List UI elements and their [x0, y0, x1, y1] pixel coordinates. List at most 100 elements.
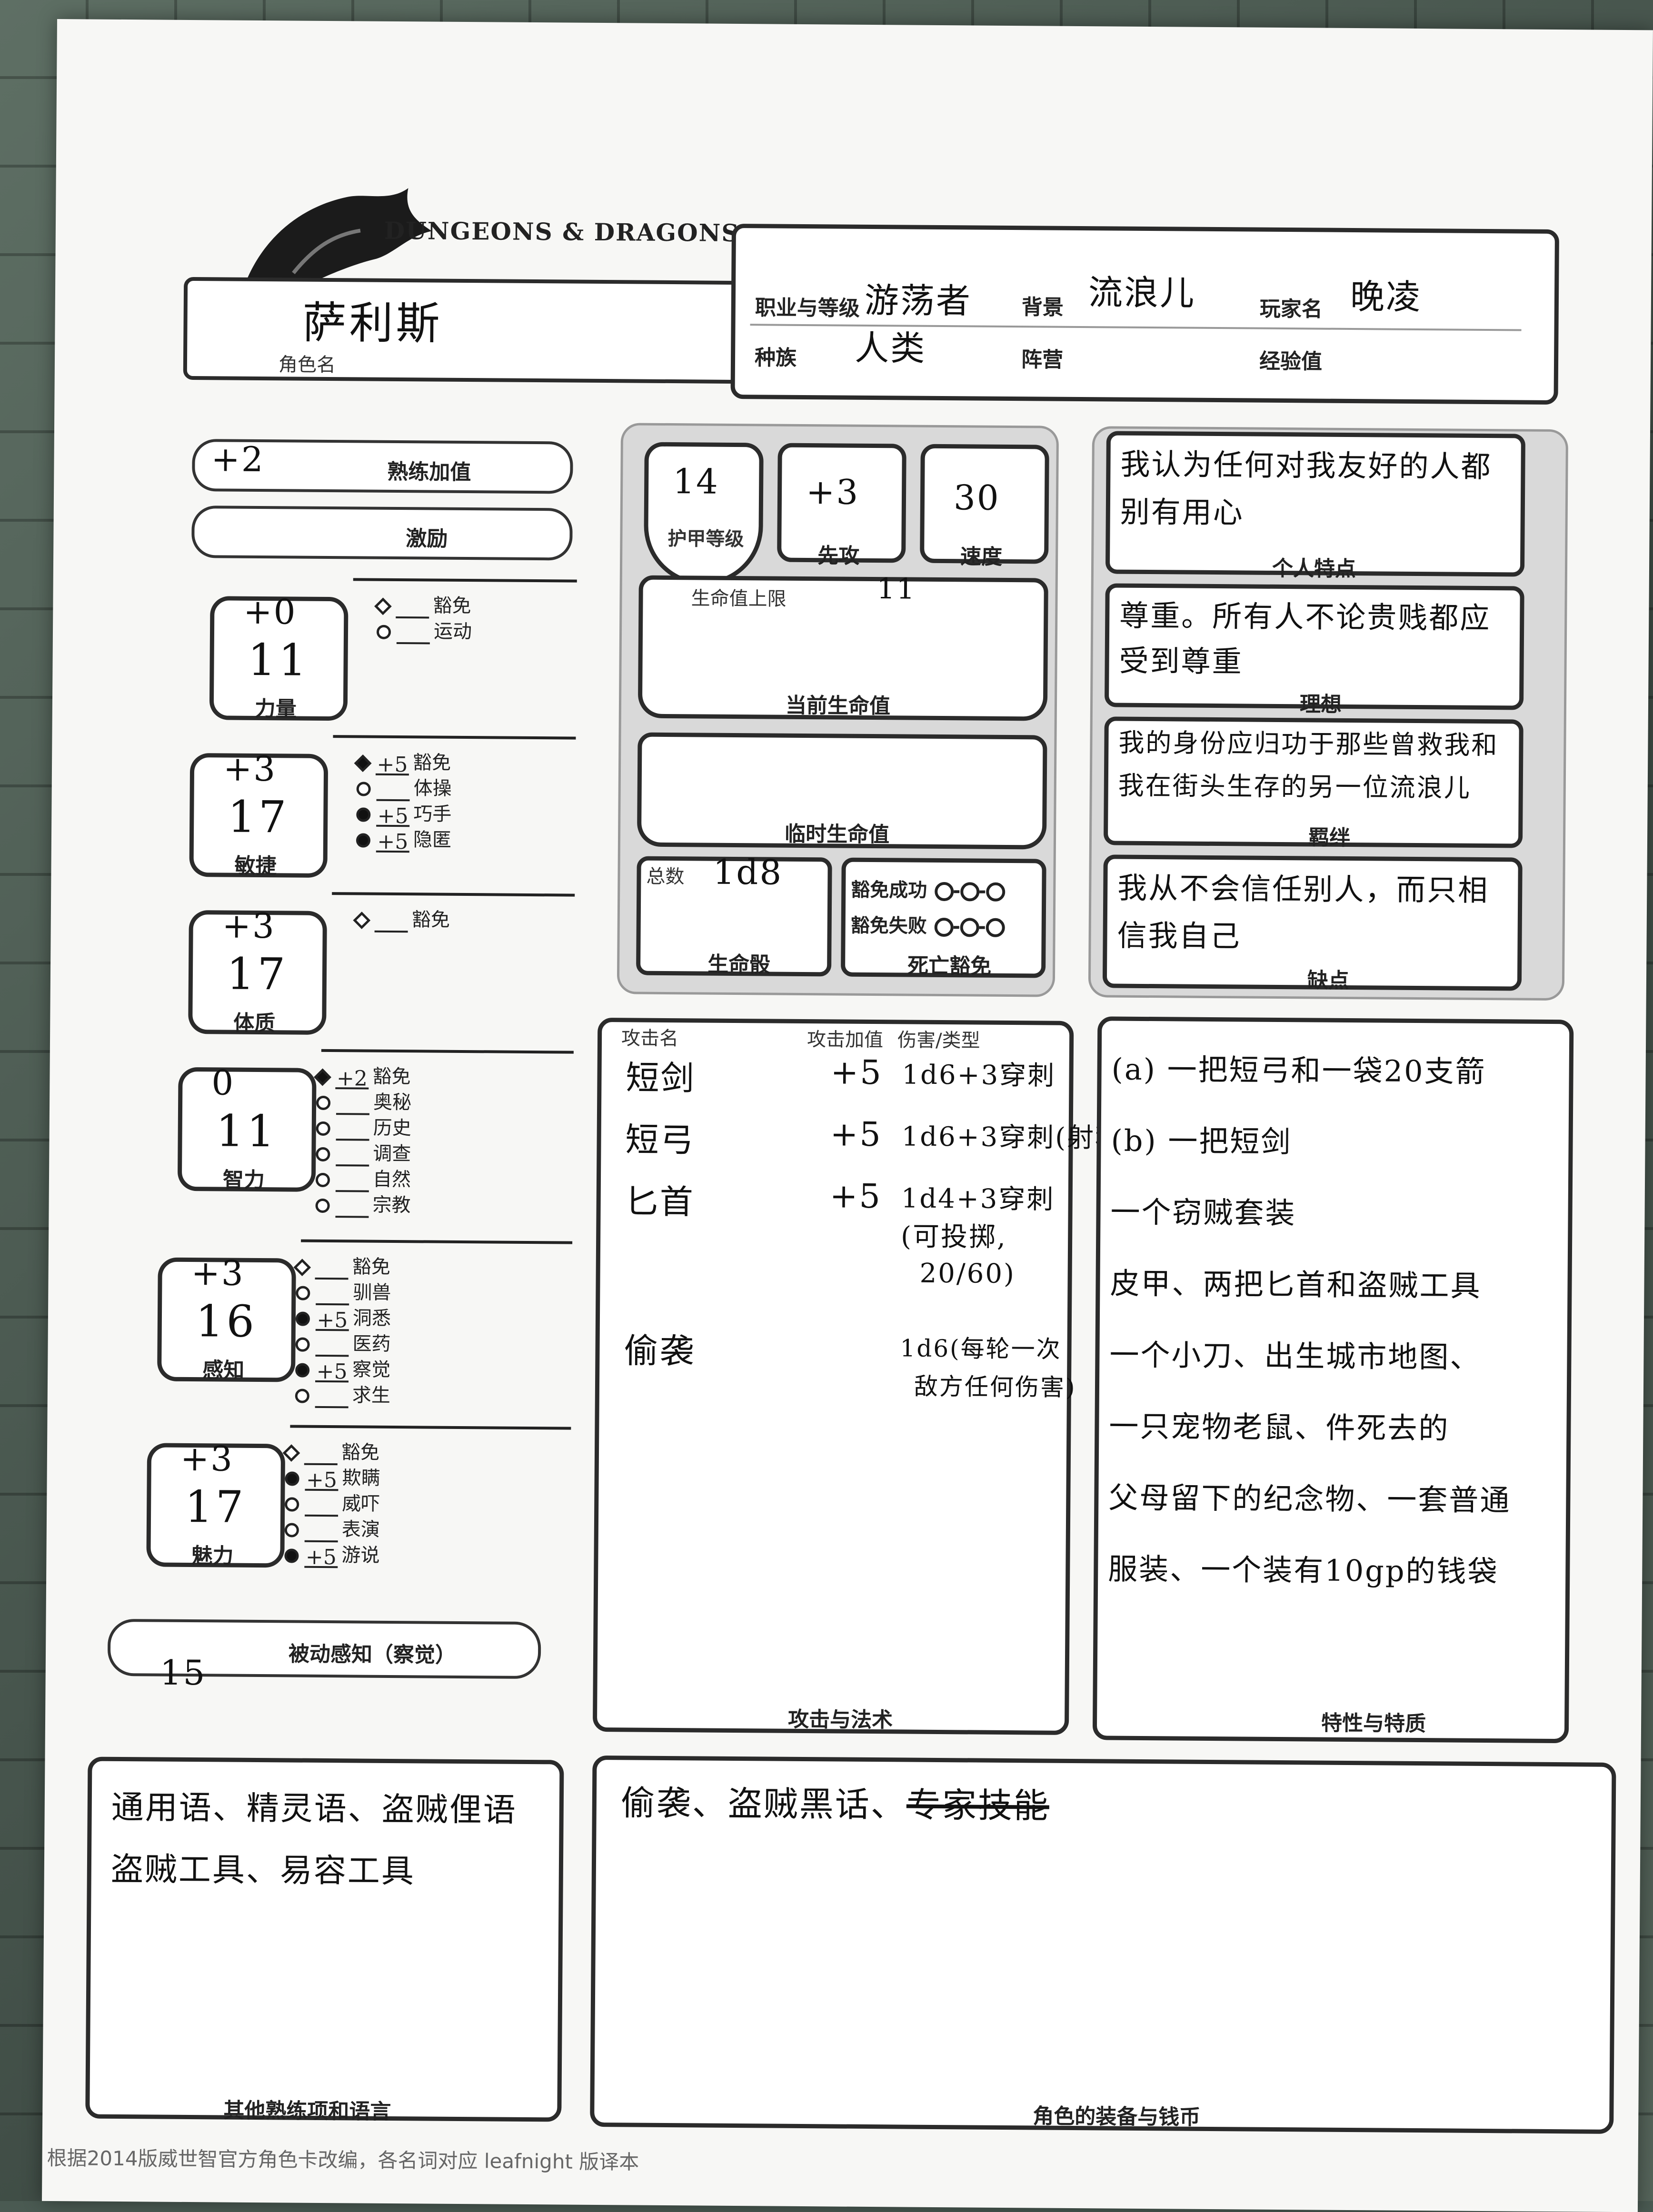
ability-modifier[interactable]: +3: [223, 748, 277, 789]
ability-modifier[interactable]: +3: [180, 1438, 234, 1479]
initiative-value[interactable]: +3: [806, 472, 860, 512]
ideals-value[interactable]: 尊重。所有人不论贵贱都应受到尊重: [1119, 598, 1491, 679]
skill-proficiency-marker[interactable]: [295, 1311, 310, 1326]
save-proficiency-marker[interactable]: [314, 1068, 331, 1086]
personality-value[interactable]: 我认为任何对我友好的人都别有用心: [1120, 446, 1492, 530]
sneak-attack-damage-2[interactable]: 敌方任何伤害): [914, 1372, 1076, 1402]
skill-proficiency-marker[interactable]: [295, 1363, 310, 1378]
death-save-failure-1[interactable]: [934, 917, 954, 937]
save-proficiency-marker[interactable]: [282, 1444, 300, 1462]
skill-bonus[interactable]: [335, 1173, 369, 1192]
death-save-failure-row[interactable]: 豁免失败: [851, 910, 1005, 939]
feature-line[interactable]: 一个小刀、出生城市地图、: [1109, 1337, 1481, 1375]
proficiency-value[interactable]: +2: [211, 439, 265, 480]
character-name-value[interactable]: 萨利斯: [302, 297, 443, 349]
skill-bonus[interactable]: +5: [305, 1468, 339, 1492]
skill-bonus[interactable]: +5: [376, 804, 410, 828]
skill-proficiency-marker[interactable]: [376, 625, 391, 639]
skill-bonus[interactable]: [315, 1260, 349, 1280]
flaws-value[interactable]: 我从不会信任别人，而只相信我自己: [1117, 870, 1489, 954]
skill-row[interactable]: 豁免: [293, 1254, 390, 1280]
save-proficiency-marker[interactable]: [353, 912, 371, 929]
skill-row[interactable]: 威吓: [285, 1490, 380, 1517]
skill-bonus[interactable]: [396, 599, 429, 619]
sneak-attack-name[interactable]: 偷袭: [624, 1330, 696, 1371]
attack-damage[interactable]: 1d6+3穿刺: [902, 1059, 1056, 1091]
other-proficiency-line[interactable]: 通用语、精灵语、盗贼俚语: [111, 1788, 518, 1829]
feature-line[interactable]: 皮甲、两把匕首和盗贼工具: [1110, 1266, 1482, 1303]
race-value[interactable]: 人类: [854, 327, 926, 368]
skill-row[interactable]: 豁免: [353, 906, 450, 933]
attack-bonus[interactable]: +5: [829, 1176, 882, 1216]
feature-line[interactable]: 一个窃贼套装: [1110, 1194, 1296, 1231]
skill-bonus[interactable]: [315, 1337, 349, 1357]
skill-proficiency-marker[interactable]: [356, 807, 371, 822]
other-proficiency-line[interactable]: 盗贼工具、易容工具: [110, 1850, 416, 1891]
death-save-success-1[interactable]: [935, 882, 954, 902]
skill-proficiency-marker[interactable]: [316, 1095, 331, 1111]
skill-bonus[interactable]: [316, 1286, 349, 1306]
dagger-note-2[interactable]: 20/60): [919, 1258, 1016, 1290]
skill-row[interactable]: 自然: [315, 1166, 411, 1192]
skill-bonus[interactable]: [304, 1446, 338, 1466]
attack-name[interactable]: 短弓: [625, 1120, 695, 1160]
ability-score[interactable]: 11: [248, 634, 310, 686]
attack-bonus[interactable]: +5: [830, 1052, 883, 1092]
skill-bonus[interactable]: +5: [375, 753, 409, 777]
feature-line[interactable]: 一只宠物老鼠、件死去的: [1109, 1409, 1450, 1446]
skill-bonus[interactable]: +5: [304, 1545, 338, 1569]
skill-bonus[interactable]: [305, 1497, 339, 1517]
skill-row[interactable]: 驯兽: [296, 1280, 391, 1306]
ability-modifier[interactable]: 0: [211, 1062, 235, 1103]
background-value[interactable]: 流浪儿: [1088, 272, 1196, 313]
skill-bonus[interactable]: +2: [335, 1066, 369, 1091]
death-save-success-row[interactable]: 豁免成功: [851, 874, 1006, 903]
skill-row[interactable]: 历史: [316, 1115, 411, 1141]
attack-name[interactable]: 匕首: [625, 1182, 695, 1222]
feature-line[interactable]: (b) 一把短剑: [1111, 1123, 1292, 1160]
ability-score[interactable]: 16: [195, 1296, 258, 1347]
skill-bonus[interactable]: [376, 782, 410, 802]
ability-score[interactable]: 17: [227, 791, 289, 843]
skill-row[interactable]: 体操: [356, 775, 452, 802]
death-save-failure-2[interactable]: [960, 918, 979, 937]
skill-bonus[interactable]: +5: [376, 830, 410, 854]
save-proficiency-marker[interactable]: [374, 597, 392, 615]
hit-dice-total-value[interactable]: 1d8: [713, 852, 783, 893]
skill-row[interactable]: 宗教: [315, 1192, 411, 1218]
skill-bonus[interactable]: +5: [315, 1359, 349, 1384]
ability-score[interactable]: 11: [216, 1105, 278, 1157]
skill-bonus[interactable]: [336, 1147, 369, 1167]
skill-bonus[interactable]: [374, 913, 408, 933]
skill-bonus[interactable]: +5: [315, 1308, 349, 1332]
dagger-note-1[interactable]: (可投掷,: [900, 1221, 1007, 1253]
ability-modifier[interactable]: +0: [243, 591, 297, 632]
skill-proficiency-marker[interactable]: [315, 1172, 330, 1188]
armor-class-value[interactable]: 14: [672, 461, 720, 502]
skill-proficiency-marker[interactable]: [316, 1147, 330, 1162]
skill-bonus[interactable]: [304, 1523, 338, 1543]
skill-row[interactable]: 表演: [284, 1516, 380, 1543]
speed-value[interactable]: 30: [953, 477, 1000, 518]
death-save-success-3[interactable]: [986, 882, 1006, 902]
save-proficiency-marker[interactable]: [354, 754, 372, 772]
skill-proficiency-marker[interactable]: [284, 1523, 299, 1537]
skill-proficiency-marker[interactable]: [284, 1548, 299, 1563]
passive-perception-value[interactable]: 15: [159, 1652, 207, 1693]
equipment-value[interactable]: 偷袭、盗贼黑话、专家技能: [621, 1775, 1050, 1827]
ability-modifier[interactable]: +3: [222, 905, 276, 946]
skill-proficiency-marker[interactable]: [295, 1389, 309, 1403]
attack-name[interactable]: 短剑: [626, 1058, 696, 1098]
save-proficiency-marker[interactable]: [293, 1259, 311, 1277]
skill-proficiency-marker[interactable]: [285, 1471, 299, 1486]
skill-proficiency-marker[interactable]: [316, 1121, 330, 1136]
skill-row[interactable]: 豁免: [374, 593, 471, 619]
ability-score[interactable]: 17: [184, 1481, 247, 1533]
class-value[interactable]: 游荡者: [864, 280, 972, 321]
